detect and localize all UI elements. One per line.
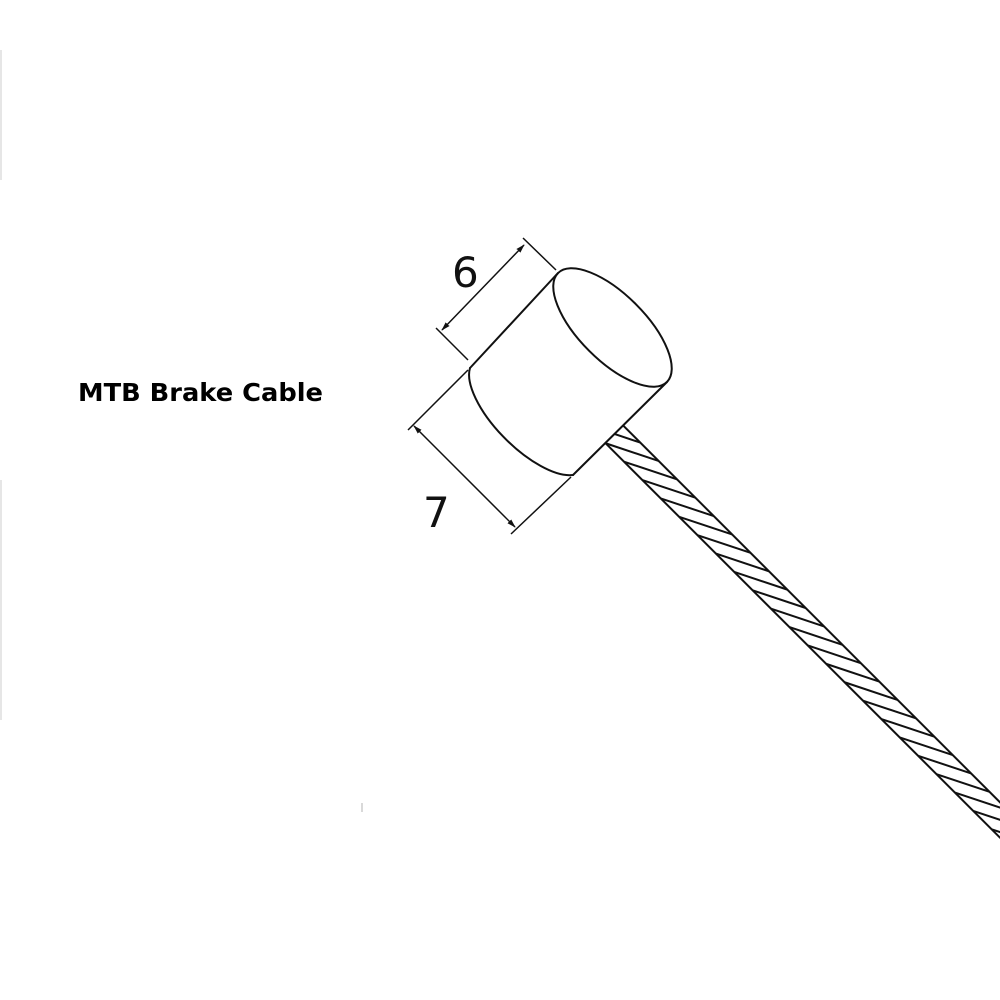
dimension-head-length: 6: [435, 237, 557, 361]
cable-edge-lower: [603, 440, 1000, 839]
cable-strand: [770, 607, 825, 628]
barrel-top-face: [552, 267, 673, 388]
cable-strands: [604, 424, 1000, 838]
dimension-label-7: 7: [423, 488, 450, 537]
cable-strand: [642, 479, 696, 499]
cable-strand: [752, 589, 807, 609]
cable-strand: [697, 534, 751, 554]
cable-strand: [844, 681, 898, 701]
cable-strand: [881, 718, 935, 738]
cable-strand: [936, 773, 990, 793]
cable-head-barrel: [468, 267, 673, 477]
product-title: MTB Brake Cable: [78, 378, 323, 407]
dimension-label-6: 6: [452, 248, 479, 297]
cable-strand: [715, 552, 770, 573]
cable-strand: [623, 460, 678, 481]
cable-strand: [972, 809, 1000, 830]
cable-strand: [954, 791, 1000, 812]
cable-strand: [862, 699, 917, 720]
cable-wire: [603, 423, 1000, 839]
dimension-head-diameter: 7: [407, 369, 572, 537]
cable-strand: [660, 497, 715, 518]
barrel-side-lower: [572, 381, 668, 476]
cable-strand: [825, 662, 880, 683]
cable-strand: [678, 515, 733, 536]
cable-strand: [733, 570, 788, 591]
cable-strand: [899, 736, 954, 757]
cable-strand: [917, 754, 972, 775]
cable-strand: [807, 644, 862, 665]
cable-strand: [789, 626, 843, 646]
cable-strand: [605, 442, 659, 462]
cable-edge-upper: [620, 423, 1000, 822]
